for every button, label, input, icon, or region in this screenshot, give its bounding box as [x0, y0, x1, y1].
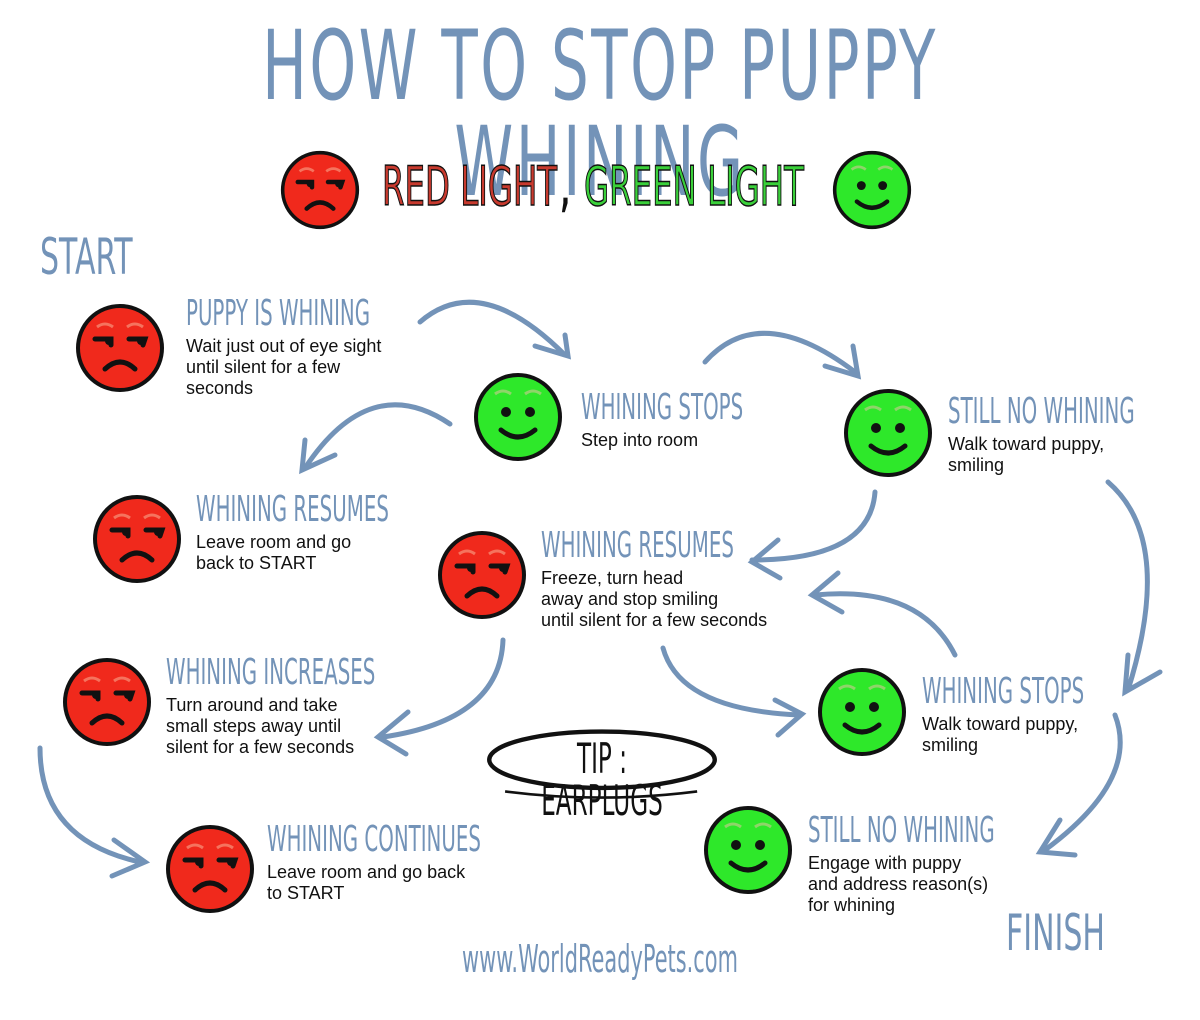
step-heading: WHINING STOPS: [922, 671, 1085, 712]
step-heading: WHINING STOPS: [581, 387, 744, 428]
red-light-label: RED LIGHT: [382, 155, 558, 218]
green-face-icon: [843, 388, 933, 478]
step-whining-continues: WHINING CONTINUES Leave room and go back…: [267, 822, 656, 904]
step-description: Engage with puppy and address reason(s) …: [808, 853, 989, 915]
step-whining-stops-2: WHINING STOPS Walk toward puppy, smiling: [922, 674, 1200, 756]
step-description: Wait just out of eye sight until silent …: [186, 336, 382, 398]
start-label: START: [40, 228, 133, 286]
step-heading: WHINING INCREASES: [166, 652, 376, 693]
step-description: Walk toward puppy, smiling: [948, 434, 1105, 475]
step-heading: PUPPY IS WHINING: [186, 293, 371, 334]
green-face-icon: [473, 372, 563, 462]
step-whining-stops-1: WHINING STOPS Step into room: [581, 390, 876, 451]
finish-label: FINISH: [1006, 904, 1105, 962]
green-face-icon: [703, 805, 793, 895]
step-still-no-whining-2: STILL NO WHINING Engage with puppy and a…: [808, 813, 1147, 916]
step-whining-resumes-2: WHINING RESUMES Freeze, turn head away a…: [541, 528, 892, 631]
step-whining-resumes-1: WHINING RESUMES Leave room and go back t…: [196, 492, 547, 574]
red-face-icon: [165, 824, 255, 914]
step-description: Step into room: [581, 430, 699, 450]
step-description: Walk toward puppy, smiling: [922, 714, 1079, 755]
red-face-icon: [75, 303, 165, 393]
step-heading: STILL NO WHINING: [948, 391, 1135, 432]
step-still-no-whining-1: STILL NO WHINING Walk toward puppy, smil…: [948, 394, 1200, 476]
step-puppy-is-whining: PUPPY IS WHINING Wait just out of eye si…: [186, 296, 521, 399]
green-face-icon: [817, 667, 907, 757]
step-description: Leave room and go back to START: [196, 532, 352, 573]
step-heading: STILL NO WHINING: [808, 810, 995, 851]
step-description: Turn around and take small steps away un…: [166, 695, 355, 757]
website-url: www.WorldReadyPets.com: [462, 937, 738, 981]
red-face-icon: [62, 657, 152, 747]
tip-bubble: [487, 729, 717, 799]
step-description: Leave room and go back to START: [267, 862, 466, 903]
step-heading: WHINING RESUMES: [541, 525, 734, 566]
red-face-icon: [92, 494, 182, 584]
step-heading: WHINING RESUMES: [196, 489, 389, 530]
step-whining-increases: WHINING INCREASES Turn around and take s…: [166, 655, 547, 758]
subtitle-separator: ,: [560, 155, 571, 218]
step-heading: WHINING CONTINUES: [267, 819, 481, 860]
infographic-title: HOW TO STOP PUPPY WHINING: [262, 10, 938, 218]
red-face-icon: [437, 530, 527, 620]
green-light-label: GREEN LIGHT: [584, 155, 805, 218]
step-description: Freeze, turn head away and stop smiling …: [541, 568, 768, 630]
tip-text: TIP : EARPLUGS: [541, 734, 663, 825]
